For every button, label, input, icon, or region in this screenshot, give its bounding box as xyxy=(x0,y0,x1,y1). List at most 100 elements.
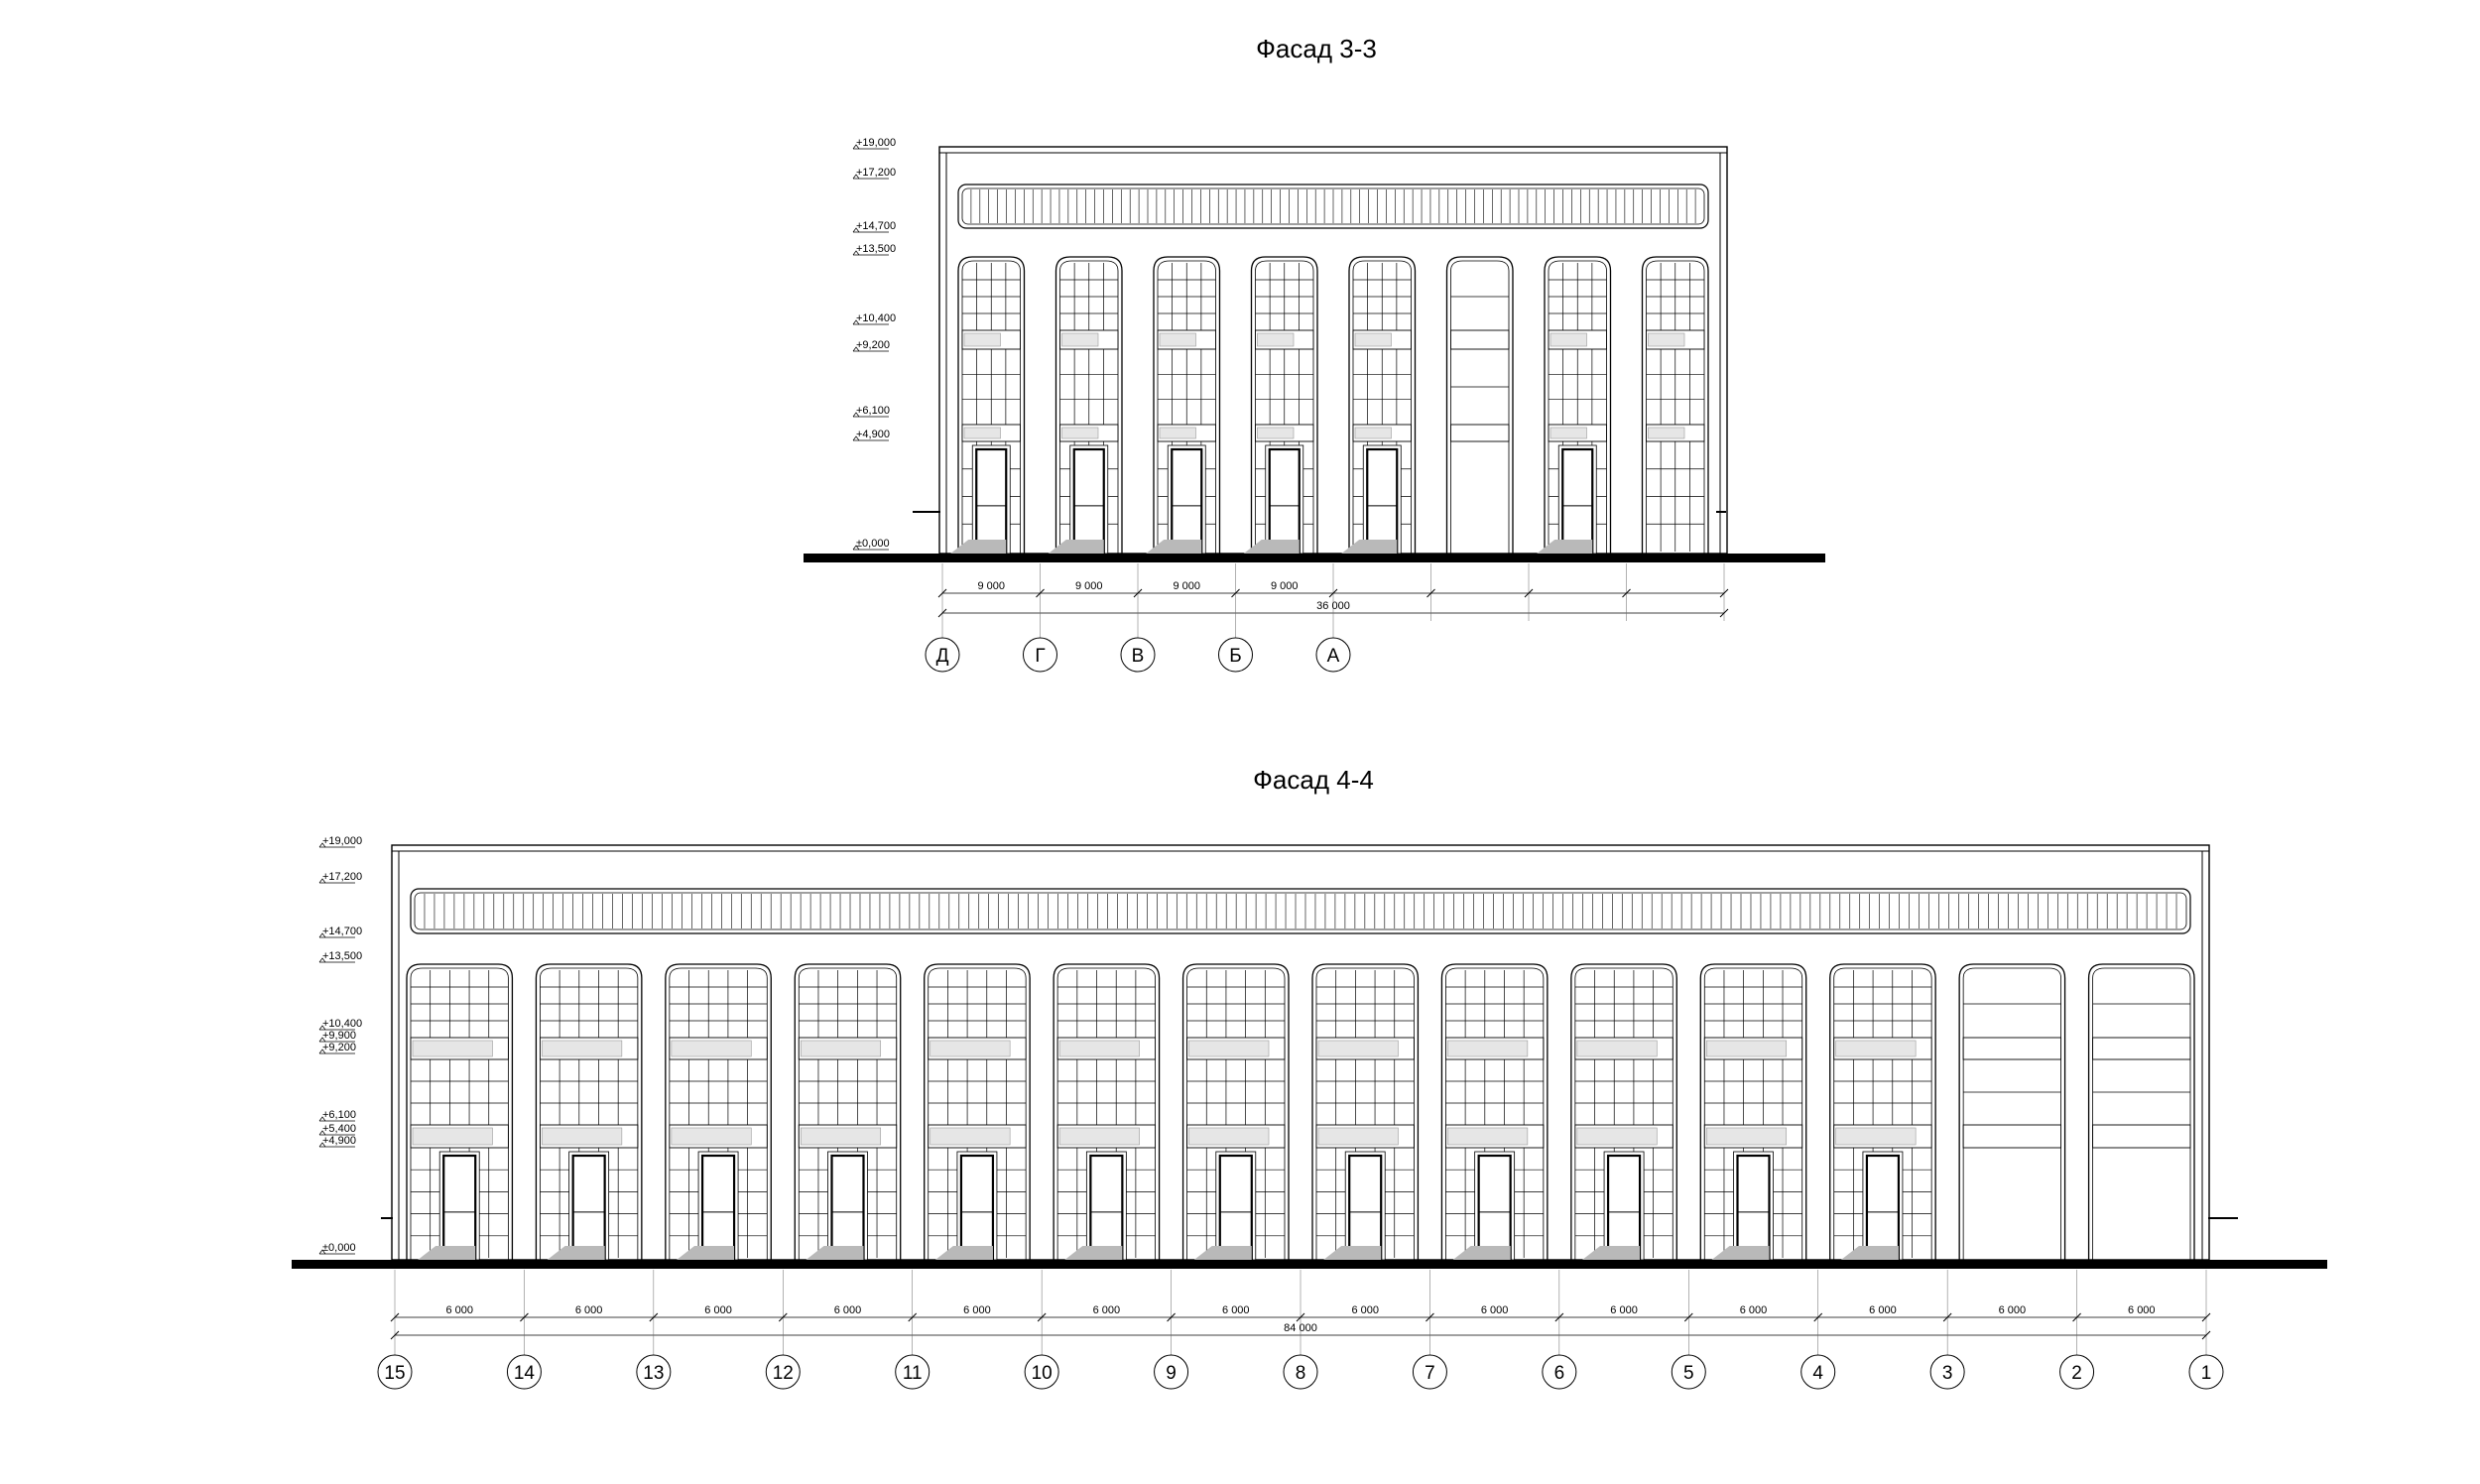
dimension-tick xyxy=(390,1312,400,1322)
bay-arch-frame xyxy=(1053,963,1161,1260)
dimension-tick xyxy=(2201,1312,2211,1322)
level-mark-label: +4,900 xyxy=(322,1135,356,1147)
bay-arch-inner xyxy=(1646,260,1705,554)
attic-band xyxy=(957,184,1709,229)
entrance-door xyxy=(1561,447,1594,556)
canopy-shadow xyxy=(1840,1246,1899,1260)
bay-arch-inner xyxy=(540,967,639,1260)
dimension-tick xyxy=(1942,1312,1952,1322)
entrance-door xyxy=(959,1154,995,1262)
bay-arch-inner xyxy=(2092,967,2191,1260)
axis-label: 9 xyxy=(1166,1363,1177,1384)
spandrel-panel xyxy=(1354,427,1392,439)
spandrel-panel xyxy=(1550,427,1587,439)
spandrel-panel xyxy=(1188,1040,1270,1057)
spandrel-panel xyxy=(1705,1040,1788,1057)
bay-dimension-label: 9 000 xyxy=(1075,580,1103,592)
level-mark-arrow xyxy=(318,1142,326,1148)
spandrel-panel xyxy=(1159,332,1196,347)
canopy-shadow xyxy=(806,1246,864,1260)
axis-bubble xyxy=(1671,1354,1706,1390)
level-mark-label: +10,400 xyxy=(322,1018,362,1030)
bay-arch-frame xyxy=(1829,963,1936,1260)
level-mark-arrow xyxy=(318,1130,326,1136)
axis-bubble xyxy=(1283,1354,1318,1390)
bay-dimension-label: 6 000 xyxy=(2128,1304,2156,1316)
entrance-door xyxy=(571,1154,606,1262)
spandrel-panel xyxy=(930,1040,1011,1057)
bay-arch-inner xyxy=(1445,967,1545,1260)
spandrel-panel xyxy=(412,1040,493,1057)
floor-spandrel xyxy=(2092,1124,2191,1149)
level-mark-arrow xyxy=(852,227,860,233)
level-mark-arrow xyxy=(852,435,860,441)
spandrel-panel xyxy=(963,427,1001,439)
ground-line xyxy=(292,1260,2327,1269)
level-mark-label: +13,500 xyxy=(856,243,896,255)
spandrel-panel xyxy=(1188,1127,1270,1146)
spandrel-panel xyxy=(1061,332,1099,347)
bay-arch-frame xyxy=(1153,256,1221,554)
spandrel-panel xyxy=(1354,332,1392,347)
level-mark-arrow xyxy=(318,1249,326,1255)
axis-bubble xyxy=(925,637,960,673)
spandrel-panel xyxy=(1061,427,1099,439)
floor-spandrel xyxy=(1962,1124,2062,1149)
level-mark-label: +9,200 xyxy=(322,1042,356,1053)
spandrel-panel xyxy=(542,1040,623,1057)
entrance-door xyxy=(1477,1154,1512,1262)
axis-bubble xyxy=(2059,1354,2095,1390)
attic-band-inner xyxy=(414,892,2187,930)
dimension-tick xyxy=(908,1312,918,1322)
axis-bubble xyxy=(1120,637,1156,673)
bay-arch-frame xyxy=(1311,963,1420,1260)
level-mark-arrow xyxy=(852,144,860,150)
level-mark-label: +17,200 xyxy=(856,167,896,179)
bay-arch-frame xyxy=(1544,256,1612,554)
axis-label: 6 xyxy=(1554,1363,1565,1384)
level-mark-label: +13,500 xyxy=(322,950,362,962)
canopy-shadow xyxy=(677,1246,735,1260)
entrance-door xyxy=(700,1154,736,1262)
bay-dimension-label: 6 000 xyxy=(1869,1304,1897,1316)
level-mark-arrow xyxy=(318,1116,326,1122)
bay-arch-frame xyxy=(1181,963,1290,1260)
bay-arch-frame xyxy=(957,256,1026,554)
bay-arch-inner xyxy=(410,967,509,1260)
axis-bubble xyxy=(1154,1354,1189,1390)
bay-dimension-label: 6 000 xyxy=(1093,1304,1121,1316)
dimension-tick xyxy=(649,1312,659,1322)
attic-band-inner xyxy=(961,187,1705,225)
bay-arch-inner xyxy=(669,967,768,1260)
level-mark-arrow xyxy=(852,174,860,180)
level-mark-arrow xyxy=(852,545,860,551)
axis-label: 11 xyxy=(903,1363,923,1384)
bay-arch-inner xyxy=(1315,967,1415,1260)
dimension-tick xyxy=(1296,1312,1305,1322)
dimension-tick xyxy=(390,1330,400,1340)
axis-bubble xyxy=(765,1354,801,1390)
dimension-tick xyxy=(2072,1312,2081,1322)
level-mark-arrow xyxy=(318,932,326,938)
axis-label: 4 xyxy=(1812,1363,1823,1384)
dimension-tick xyxy=(1813,1312,1823,1322)
total-dimension-label: 36 000 xyxy=(1316,600,1350,612)
dimension-tick xyxy=(2201,1330,2211,1340)
attic-band xyxy=(410,888,2191,934)
axis-label: 2 xyxy=(2071,1363,2082,1384)
axis-bubble xyxy=(1024,1354,1059,1390)
canopy-shadow xyxy=(1146,540,1202,554)
level-mark-label: +17,200 xyxy=(322,871,362,883)
axis-label: 1 xyxy=(2201,1363,2212,1384)
axis-bubble xyxy=(1929,1354,1965,1390)
spandrel-panel xyxy=(1058,1040,1140,1057)
bay-arch-inner xyxy=(1450,260,1510,554)
level-mark-arrow xyxy=(318,1037,326,1043)
dimension-tick xyxy=(1133,588,1143,598)
bay-arch-frame xyxy=(1054,256,1123,554)
canopy-shadow xyxy=(418,1246,476,1260)
spandrel-panel xyxy=(1447,1127,1529,1146)
spandrel-panel xyxy=(1576,1127,1658,1146)
facade-4-4-title: Фасад 4-4 xyxy=(1253,765,1374,795)
